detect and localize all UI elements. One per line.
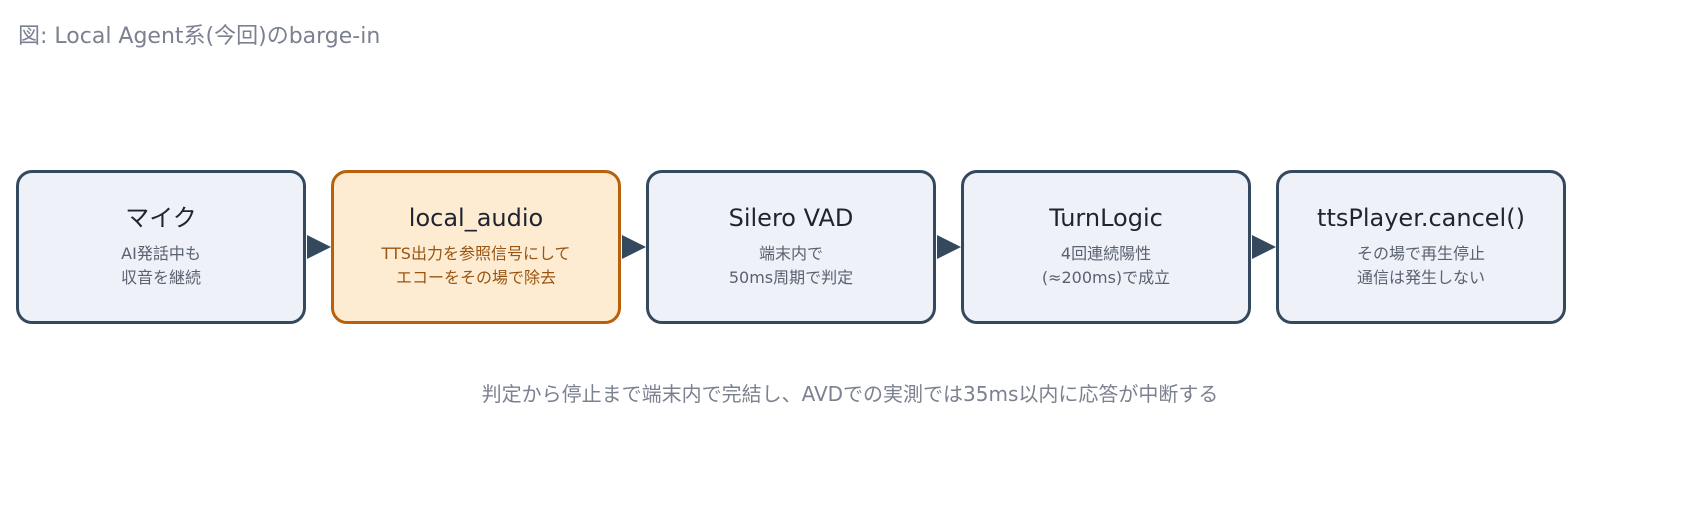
- node-description: AI発話中も 収音を継続: [120, 244, 201, 288]
- node-turnlogic: TurnLogic 4回連続陽性 (≈200ms)で成立: [961, 170, 1251, 324]
- node-silero-vad: Silero VAD 端末内で 50ms周期で判定: [646, 170, 936, 324]
- arrow-right-icon: [937, 235, 961, 259]
- node-description: 端末内で 50ms周期で判定: [728, 244, 854, 288]
- arrow-right-icon: [622, 235, 646, 259]
- arrow-right-icon: [1252, 235, 1276, 259]
- node-title: TurnLogic: [1049, 203, 1163, 232]
- node-tts-cancel: ttsPlayer.cancel() その場で再生停止 通信は発生しない: [1276, 170, 1566, 324]
- node-description: TTS出力を参照信号にして エコーをその場で除去: [381, 244, 571, 288]
- node-description: その場で再生停止 通信は発生しない: [1356, 244, 1485, 288]
- figure-caption: 図: Local Agent系(今回)のbarge-in: [18, 24, 381, 49]
- arrow-right-icon: [307, 235, 331, 259]
- node-title: Silero VAD: [728, 203, 854, 232]
- node-local-audio: local_audio TTS出力を参照信号にして エコーをその場で除去: [331, 170, 621, 324]
- node-mic: マイク AI発話中も 収音を継続: [16, 170, 306, 324]
- node-description: 4回連続陽性 (≈200ms)で成立: [1041, 244, 1171, 288]
- footnote: 判定から停止まで端末内で完結し、AVDでの実測では35ms以内に応答が中断する: [481, 382, 1219, 406]
- node-title: ttsPlayer.cancel(): [1317, 203, 1525, 232]
- node-title: local_audio: [408, 203, 544, 232]
- node-title: マイク: [125, 203, 197, 232]
